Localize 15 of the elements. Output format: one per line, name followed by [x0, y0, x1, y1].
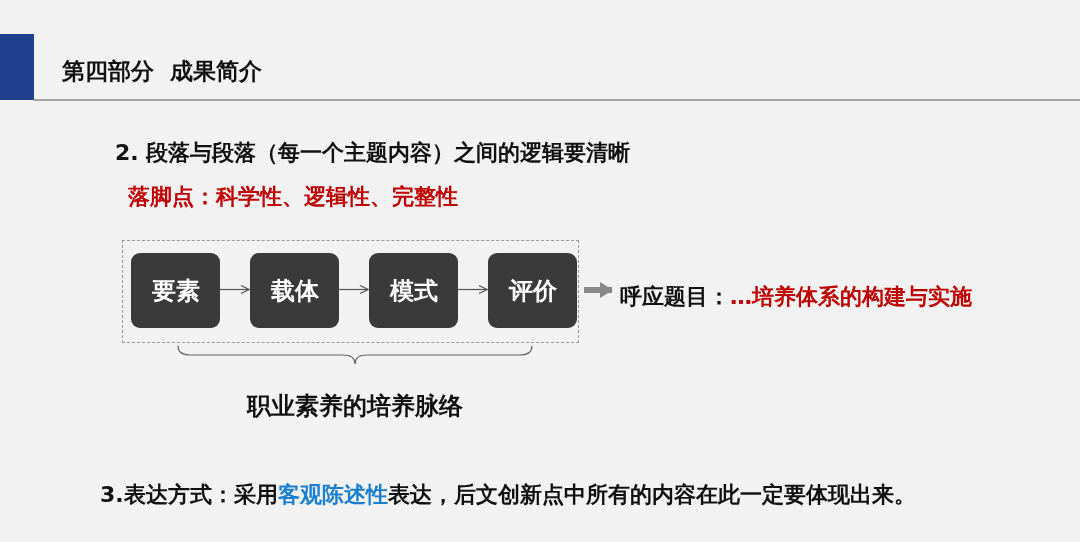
subheading: 落脚点：科学性、逻辑性、完整性: [128, 183, 458, 211]
arrow: [218, 284, 250, 295]
dashed-group-box: [122, 240, 579, 343]
process-box: 要素: [131, 253, 220, 328]
process-box: 模式: [369, 253, 458, 328]
arrow: [337, 284, 369, 295]
title: 第四部分 成果简介: [62, 57, 262, 86]
arrow: [584, 282, 613, 298]
process-box: 评价: [488, 253, 577, 328]
heading: 2. 段落与段落（每一个主题内容）之间的逻辑要清晰: [115, 139, 631, 167]
statement: 3.表达方式：采用客观陈述性表达，后文创新点中所有的内容在此一定要体现出来。: [100, 481, 916, 509]
arrow: [456, 284, 488, 295]
process-box: 载体: [250, 253, 339, 328]
response-text: 呼应题目：…培养体系的构建与实施: [620, 280, 1020, 314]
brace-label: 职业素养的培养脉络: [247, 391, 463, 422]
